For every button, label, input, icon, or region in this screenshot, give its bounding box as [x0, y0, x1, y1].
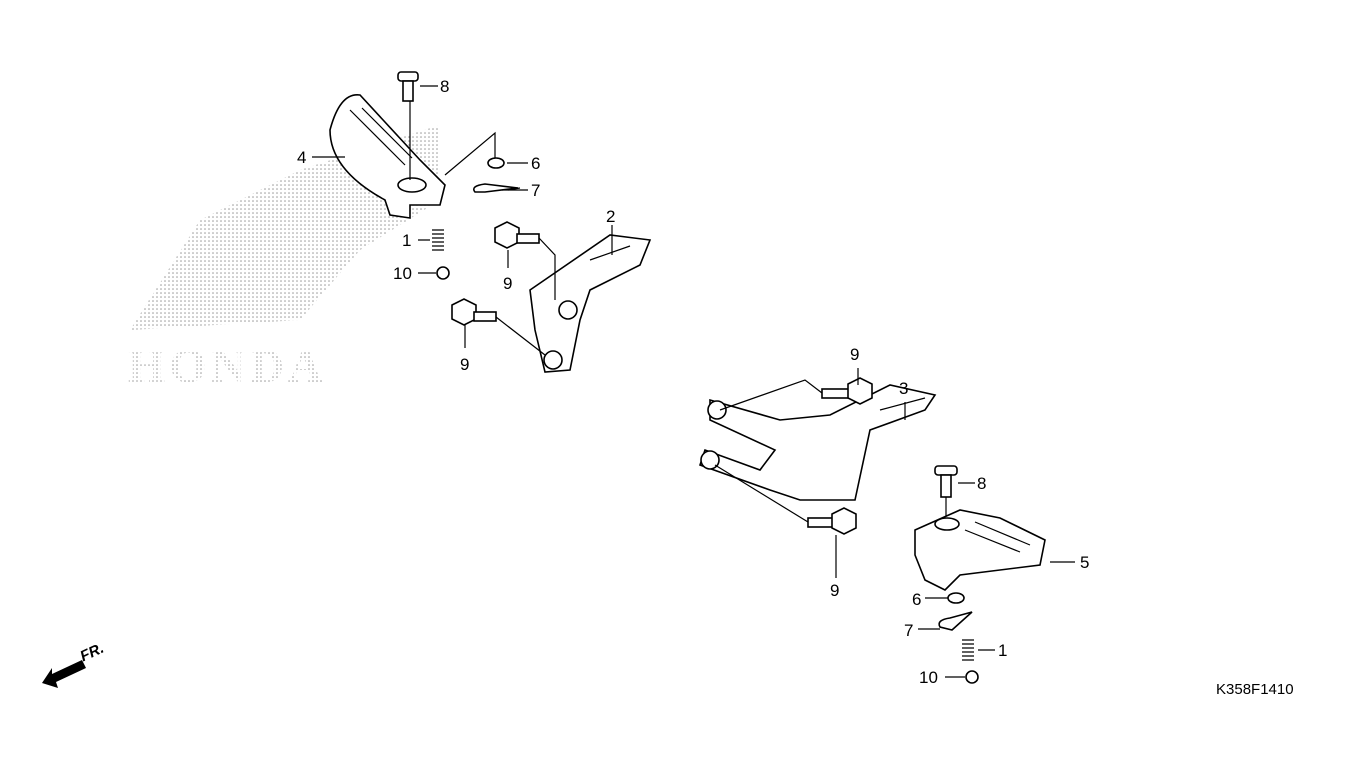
callout-7-left: 7 — [531, 181, 541, 200]
callout-10-right: 10 — [919, 668, 938, 687]
bolt-9-right-upper — [719, 377, 873, 411]
pin-8-left — [397, 71, 419, 180]
callout-6-left: 6 — [531, 154, 541, 173]
callout-6-right: 6 — [912, 590, 922, 609]
callout-9-left-upper: 9 — [503, 274, 513, 293]
washer-6-right — [947, 592, 965, 604]
callout-10-left: 10 — [393, 264, 412, 283]
cotter-pin-7-right — [938, 611, 973, 631]
callout-8-right: 8 — [977, 474, 987, 493]
callout-2: 2 — [606, 207, 616, 226]
callout-1-left: 1 — [402, 231, 412, 250]
leader-lines — [312, 85, 1075, 678]
callout-1-right: 1 — [998, 641, 1008, 660]
spring-1-right — [962, 639, 974, 661]
bolt-9-right-lower — [714, 464, 857, 535]
footpeg-right — [914, 509, 1046, 591]
footpeg-left — [329, 94, 446, 219]
svg-text:HONDA: HONDA — [128, 340, 327, 393]
ball-10-left — [436, 266, 450, 280]
callout-9-right-upper: 9 — [850, 345, 860, 364]
front-direction-arrow — [42, 660, 86, 688]
callout-5: 5 — [1080, 553, 1090, 572]
bracket-left — [529, 234, 652, 373]
cotter-pin-7-left — [472, 183, 519, 193]
callout-8-left: 8 — [440, 77, 450, 96]
ball-10-right — [965, 670, 979, 684]
diagram-code: K358F1410 — [1216, 681, 1294, 698]
callout-3: 3 — [899, 379, 909, 398]
callout-4: 4 — [297, 148, 307, 167]
spring-1-left — [432, 229, 444, 251]
callout-9-left-lower: 9 — [460, 355, 470, 374]
bolt-9-left-upper — [494, 221, 556, 300]
washer-6-left — [487, 157, 505, 169]
pin-8-right — [934, 465, 958, 520]
bolt-9-left-lower — [451, 298, 546, 356]
callout-9-right-lower: 9 — [830, 581, 840, 600]
callout-7-right: 7 — [904, 621, 914, 640]
bracket-right — [698, 384, 937, 501]
